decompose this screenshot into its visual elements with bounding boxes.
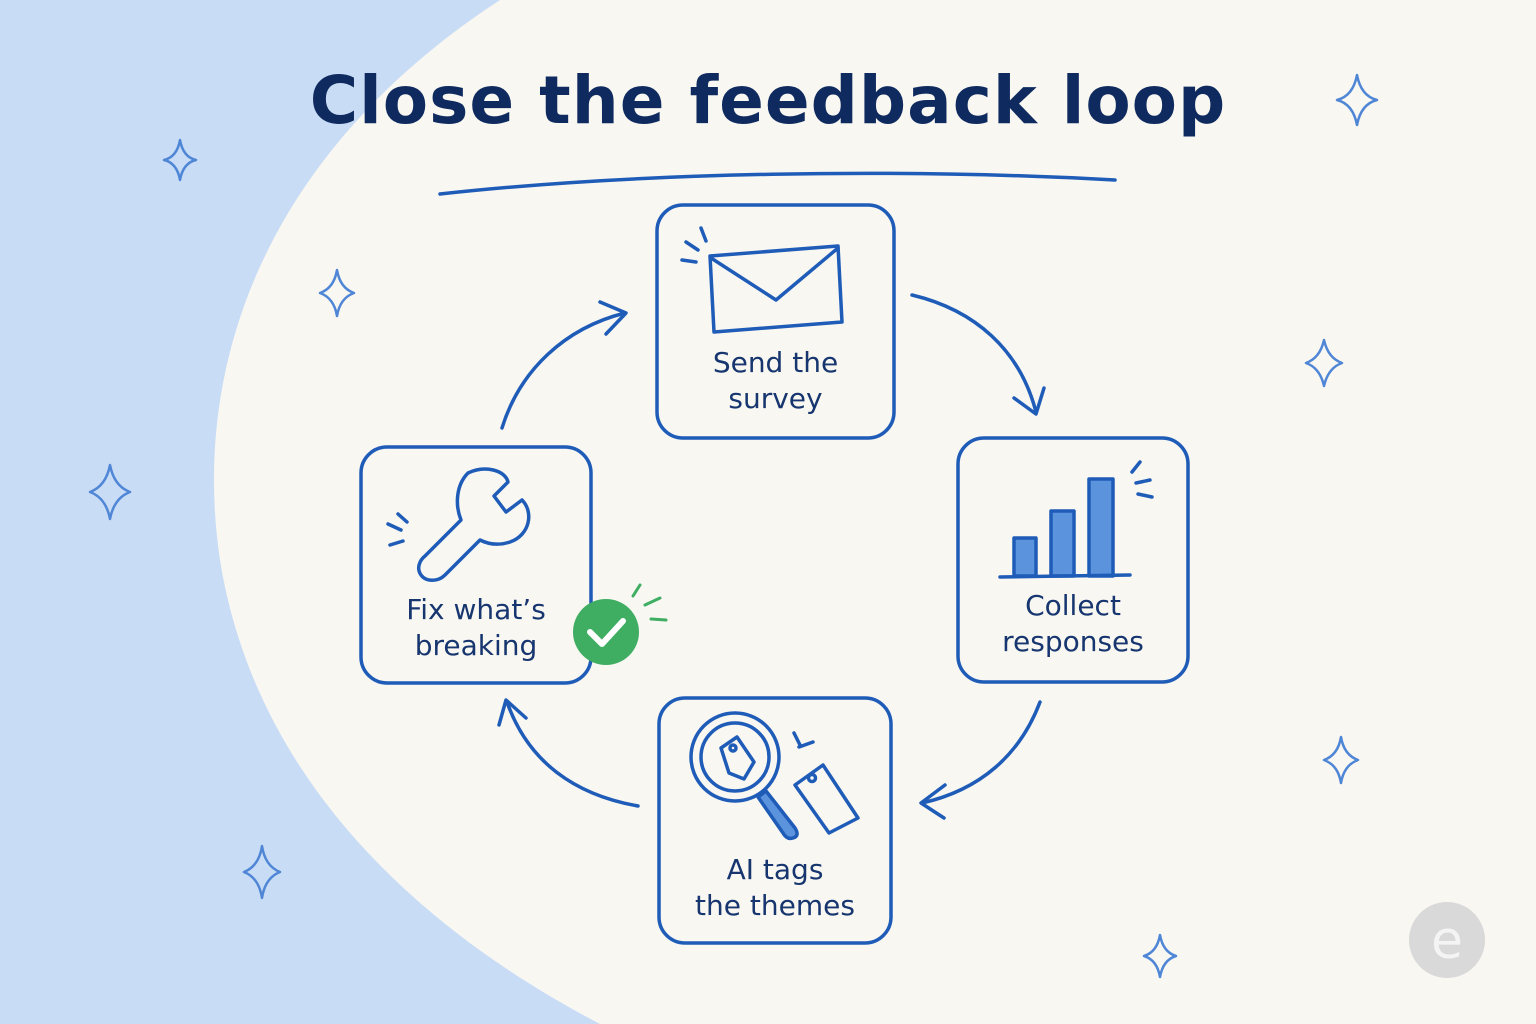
step-label-collect-responses: Collect responses bbox=[958, 588, 1188, 660]
step-box-collect-responses bbox=[956, 436, 1190, 684]
step-label-line: Send the bbox=[712, 346, 839, 379]
sparkle-icon bbox=[88, 463, 132, 521]
wrench-icon bbox=[386, 467, 531, 582]
step-label-line: Fix what’s bbox=[406, 593, 546, 626]
step-box-send-survey bbox=[655, 203, 896, 440]
sparkle-icon bbox=[242, 844, 282, 900]
arrow-fix-to-send bbox=[500, 300, 628, 430]
step-box-fix-breaking bbox=[359, 445, 593, 685]
step-label-send-survey: Send the survey bbox=[657, 345, 894, 417]
step-label-line: survey bbox=[728, 382, 823, 415]
sparkle-icon bbox=[162, 138, 198, 182]
step-label-line: AI tags bbox=[726, 853, 824, 886]
arrow-send-to-collect bbox=[910, 293, 1046, 416]
sparkle-icon bbox=[1304, 338, 1344, 388]
arrow-collect-to-ai-tags bbox=[919, 700, 1042, 820]
step-label-line: breaking bbox=[414, 629, 538, 662]
envelope-icon bbox=[680, 226, 844, 334]
svg-text:e: e bbox=[1431, 911, 1463, 971]
arrow-ai-tags-to-fix bbox=[497, 698, 640, 808]
bar-chart-icon bbox=[998, 460, 1154, 579]
step-label-fix-breaking: Fix what’s breaking bbox=[361, 592, 591, 664]
e-logo-icon: e bbox=[1409, 902, 1485, 978]
background-swoosh bbox=[0, 0, 600, 1024]
check-badge-icon bbox=[573, 583, 668, 665]
step-label-line: responses bbox=[1002, 625, 1144, 658]
step-label-line: the themes bbox=[695, 889, 855, 922]
sparkle-icon bbox=[318, 268, 356, 318]
page-title: Close the feedback loop bbox=[309, 62, 1227, 139]
magnifier-tag-icon bbox=[689, 711, 860, 841]
sparkle-icon bbox=[1142, 933, 1178, 979]
step-box-ai-tags bbox=[657, 696, 893, 945]
title-underline bbox=[438, 171, 1117, 196]
step-label-line: Collect bbox=[1025, 589, 1121, 622]
sparkle-icon bbox=[1335, 73, 1379, 127]
sparkle-icon bbox=[1322, 735, 1360, 785]
step-label-ai-tags: AI tags the themes bbox=[659, 852, 891, 924]
